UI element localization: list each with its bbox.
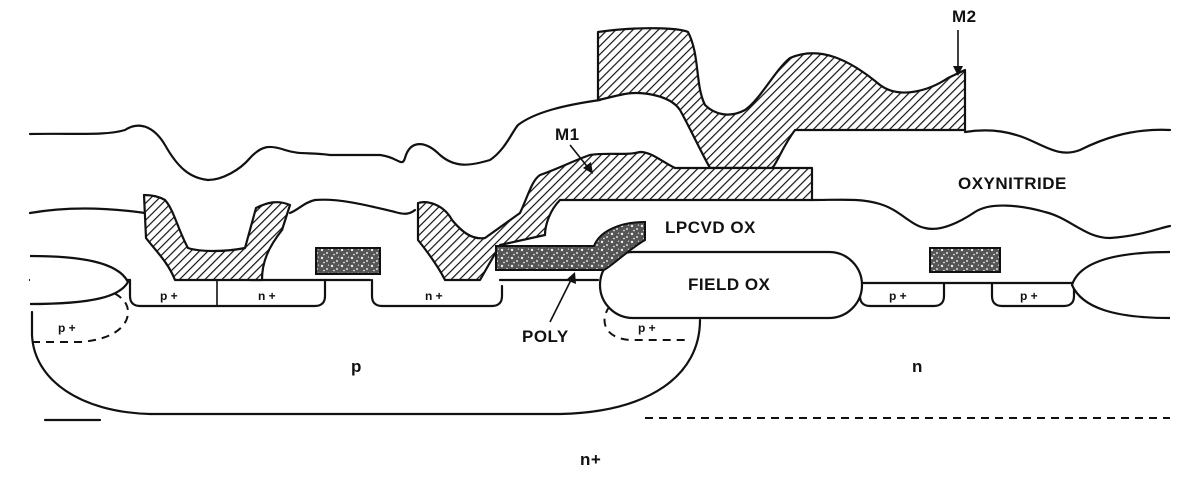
metal-1-contact-left[interactable] xyxy=(142,193,292,282)
metal-1[interactable] xyxy=(416,150,814,282)
label-n-plus-1: n + xyxy=(258,289,276,303)
label-m1: M1 xyxy=(555,125,580,144)
label-n-well: n xyxy=(912,357,923,376)
label-lpcvd-ox: LPCVD OX xyxy=(665,218,756,237)
metal-2[interactable] xyxy=(596,27,967,170)
oxynitride-surface xyxy=(28,98,1172,182)
labels: M2 M1 OXYNITRIDE LPCVD OX FIELD OX POLY … xyxy=(58,7,1067,469)
label-poly: POLY xyxy=(522,327,569,346)
substrate-lines xyxy=(43,417,1170,422)
label-substrate: n+ xyxy=(580,450,601,469)
label-p-well: p xyxy=(351,357,362,376)
channel-stop-left xyxy=(32,291,130,343)
label-oxynitride: OXYNITRIDE xyxy=(958,174,1067,193)
label-m2: M2 xyxy=(952,7,977,26)
label-p-plus-1: p + xyxy=(160,289,178,303)
label-p-plus-2: p + xyxy=(889,289,907,303)
label-p-plus-3: p + xyxy=(1020,289,1038,303)
lpcvd-ox-surface xyxy=(28,198,1172,240)
p-well xyxy=(30,310,702,416)
label-p-plus-stop-left: p + xyxy=(58,321,76,335)
leader-lines xyxy=(549,30,963,323)
field-oxide-left xyxy=(29,254,130,306)
field-oxide-right xyxy=(1070,250,1171,320)
label-p-plus-stop-right: p + xyxy=(638,321,656,335)
field-oxide-center xyxy=(598,250,864,320)
label-n-plus-2: n + xyxy=(425,289,443,303)
diffusions xyxy=(128,278,1076,308)
channel-stop-right xyxy=(603,305,690,341)
poly-gates xyxy=(315,220,1001,275)
label-field-ox: FIELD OX xyxy=(688,275,771,294)
